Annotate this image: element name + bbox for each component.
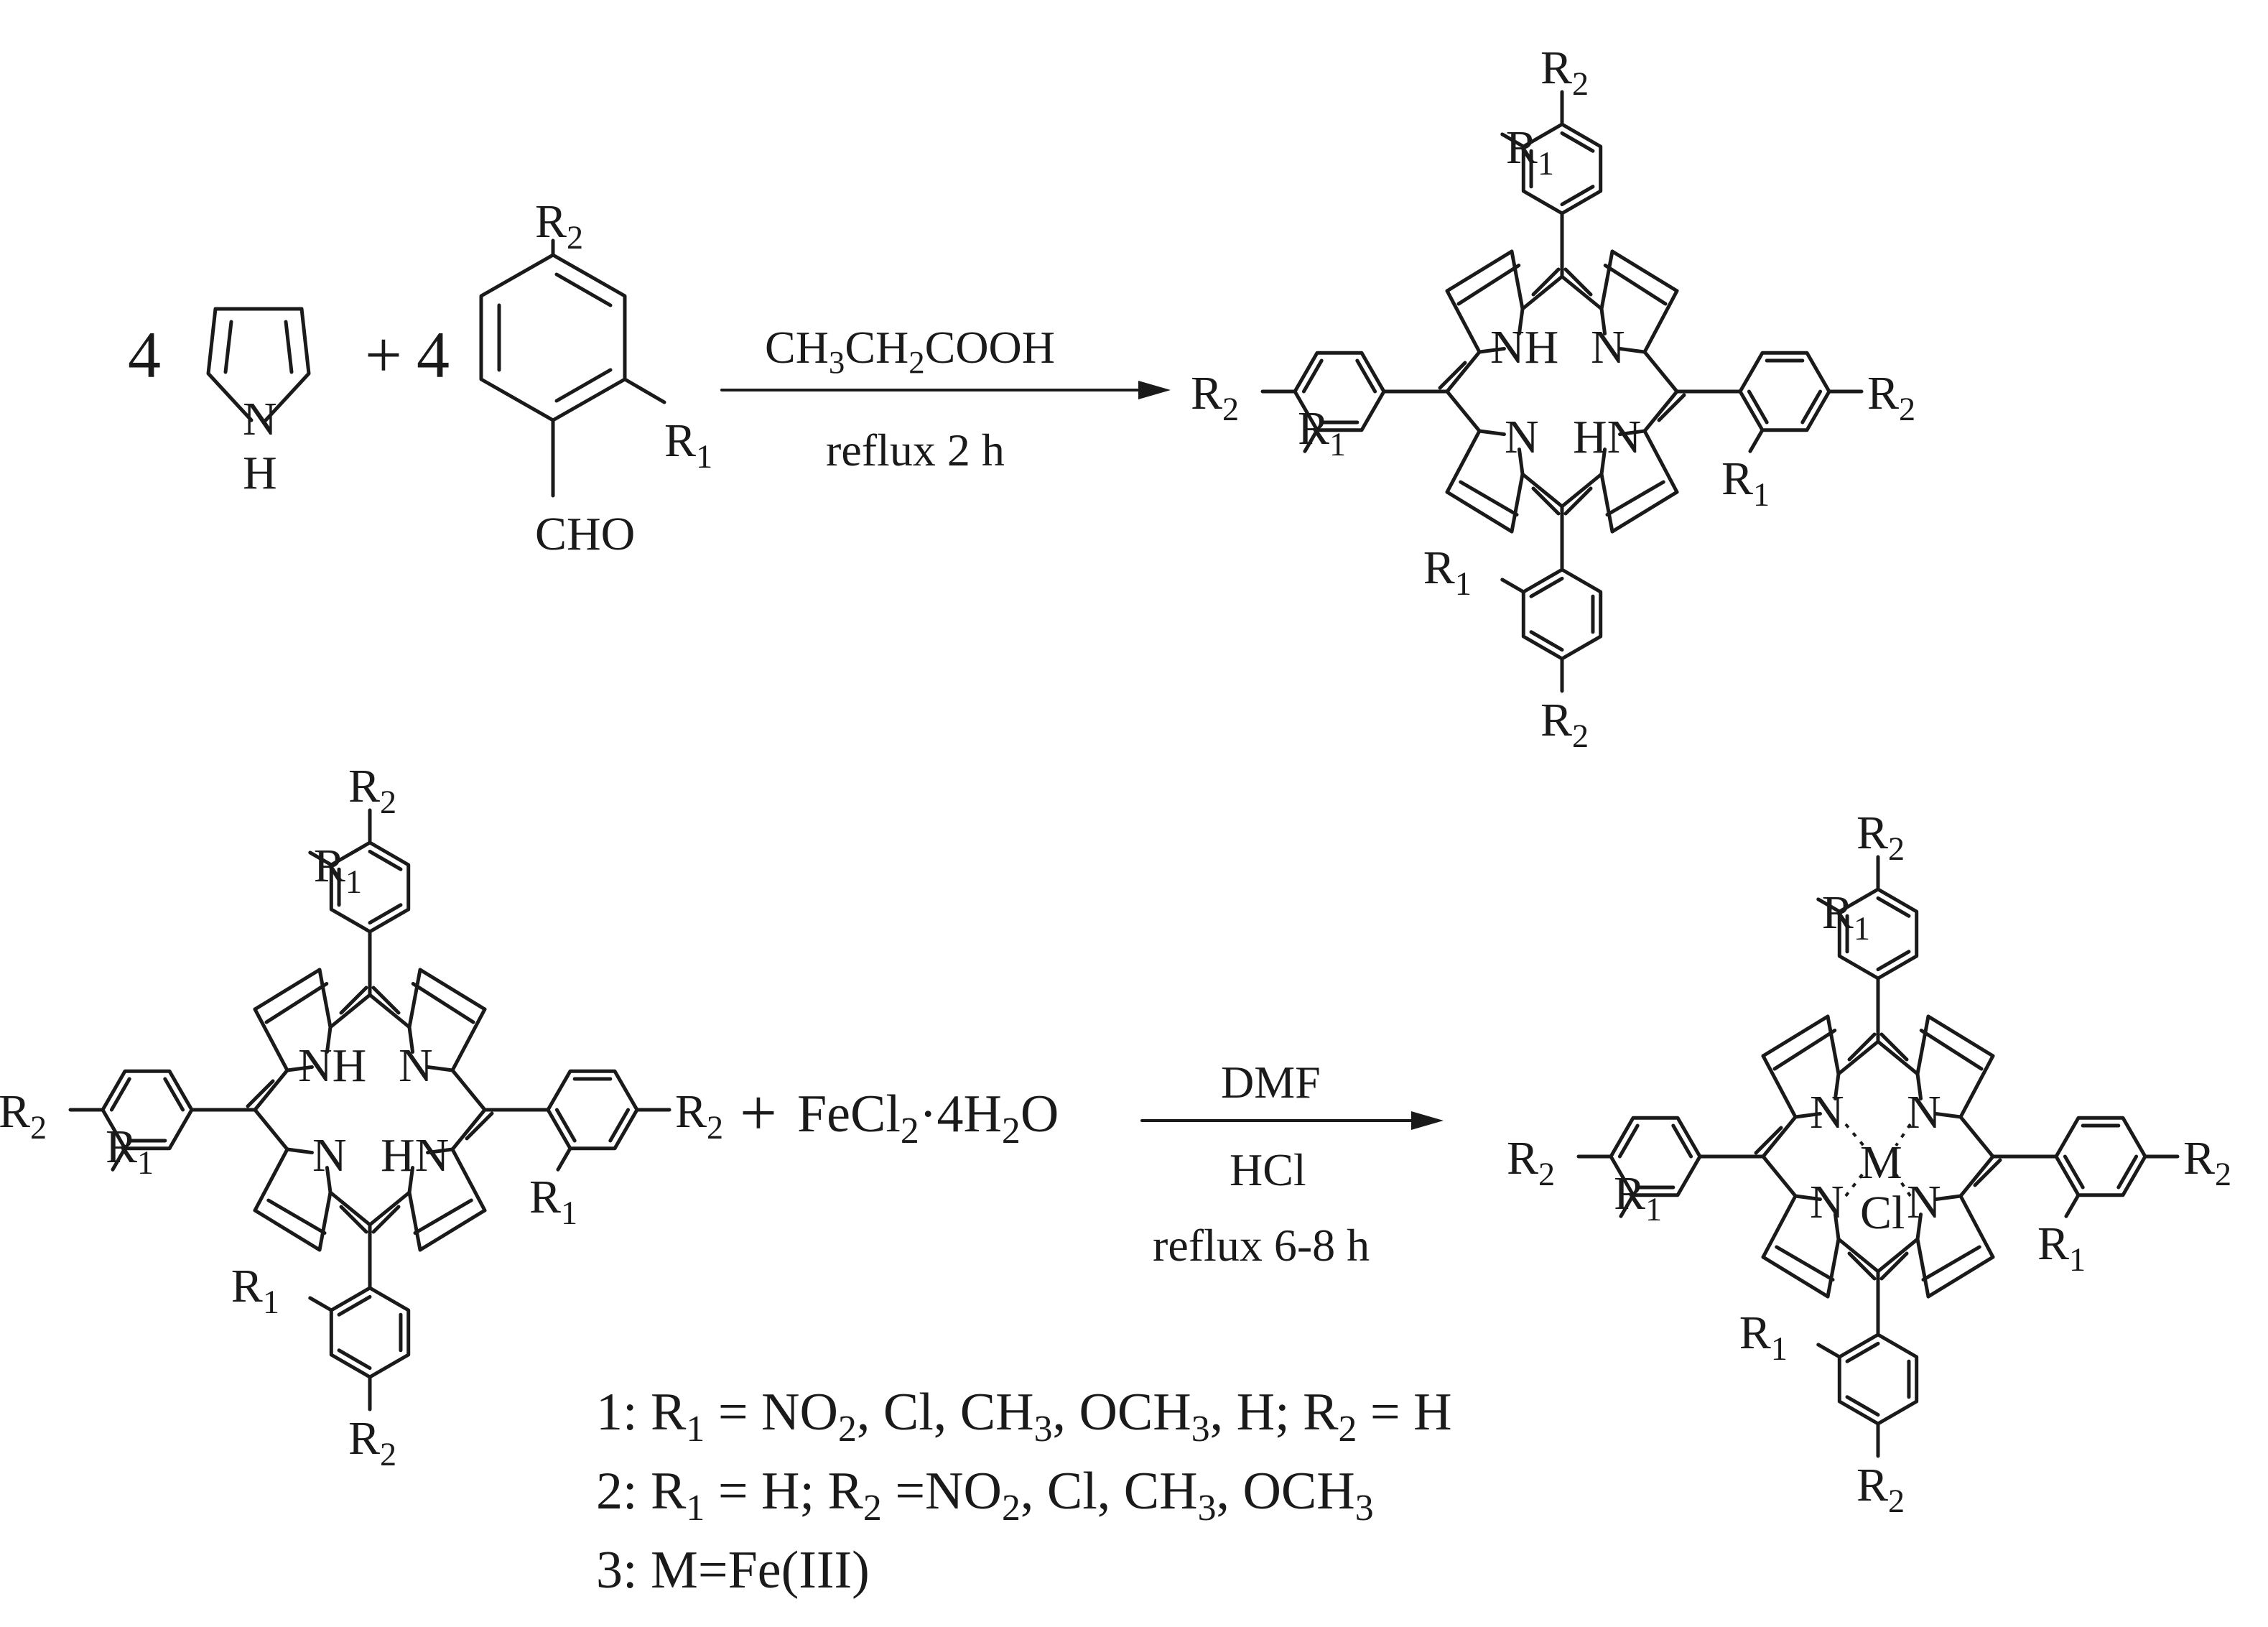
r2-right: R2 (2183, 1132, 2231, 1192)
plus-sign-2: + (740, 1076, 777, 1149)
r2-top: R2 (1540, 42, 1589, 102)
aldehyde-coefficient: 4 (417, 318, 450, 391)
pyrrole-nitrogen-br: N (1907, 1176, 1941, 1228)
plus-sign-1: + (365, 318, 402, 391)
pyrrole-nitrogen-bl: N (1505, 411, 1539, 463)
reaction-1: 4 N H + 4 R2 R1 CHO CH3CH2COOH (128, 42, 1915, 754)
pyrrole-structure: N H (206, 307, 311, 499)
pyrrole-nitrogen: N (243, 393, 277, 445)
condition-hcl: HCl (1230, 1144, 1306, 1195)
hn-label: HN (381, 1129, 449, 1182)
pyrrole-nitrogen-tr: N (399, 1039, 433, 1092)
benzaldehyde-structure: R2 R1 CHO (479, 195, 712, 560)
condition-reflux-2h: reflux 2 h (826, 425, 1005, 476)
pyrrole-nitrogen-bl: N (312, 1129, 347, 1182)
aldehyde-r1: R1 (664, 414, 712, 475)
r2-left: R2 (1191, 367, 1239, 427)
r1-bottom: R1 (1739, 1307, 1788, 1367)
note-2: 2: R1 = H; R2 =NO2, Cl, CH3, OCH3 (596, 1462, 1374, 1529)
pyrrole-coefficient: 4 (128, 318, 161, 391)
pyrrole-nitrogen-tl: N (1810, 1086, 1844, 1139)
reagent-iron-chloride: FeCl2·4H2O (797, 1085, 1059, 1151)
reaction-arrow-2: DMF HCl reflux 6-8 h (1140, 1057, 1444, 1271)
pyrrole-hydrogen: H (243, 447, 277, 499)
condition-reflux-6-8h: reflux 6-8 h (1153, 1220, 1370, 1271)
r1-bottom: R1 (231, 1260, 279, 1320)
r2-left: R2 (1507, 1132, 1555, 1192)
note-1: 1: R1 = NO2, Cl, CH3, OCH3, H; R2 = H (596, 1383, 1452, 1450)
aldehyde-cho: CHO (535, 508, 635, 560)
r2-bottom: R2 (348, 1412, 396, 1473)
note-3: 3: M=Fe(III) (596, 1541, 870, 1600)
r1-right: R1 (529, 1171, 577, 1231)
axial-chloride: Cl (1860, 1187, 1905, 1239)
pyrrole-nitrogen-bl: N (1810, 1176, 1844, 1228)
r2-right: R2 (675, 1085, 723, 1146)
r2-top: R2 (1856, 807, 1905, 867)
nh-label: NH (298, 1039, 366, 1092)
r1-top: R1 (314, 840, 362, 900)
pyrrole-nitrogen-tr: N (1591, 321, 1625, 374)
r2-right: R2 (1867, 367, 1915, 427)
r2-top: R2 (348, 760, 396, 820)
r1-bottom: R1 (1423, 542, 1472, 602)
r2-left: R2 (0, 1085, 47, 1146)
r2-bottom: R2 (1540, 694, 1589, 754)
condition-dmf: DMF (1221, 1057, 1321, 1108)
reagent-propionic-acid: CH3CH2COOH (765, 322, 1055, 380)
substituent-notes: 1: R1 = NO2, Cl, CH3, OCH3, H; R2 = H 2:… (596, 1383, 1452, 1600)
r1-left: R1 (1614, 1167, 1662, 1228)
r1-right: R1 (2037, 1218, 2086, 1278)
r2-bottom: R2 (1856, 1459, 1905, 1519)
r1-left: R1 (106, 1121, 154, 1181)
pyrrole-nitrogen-tr: N (1907, 1086, 1941, 1139)
r1-top: R1 (1506, 121, 1554, 182)
hn-label: HN (1573, 411, 1641, 463)
nh-label: NH (1490, 321, 1558, 374)
aldehyde-r2: R2 (535, 195, 583, 256)
r1-left: R1 (1298, 402, 1346, 463)
r1-right: R1 (1721, 453, 1770, 513)
reaction-arrow-1: CH3CH2COOH reflux 2 h (720, 322, 1171, 476)
r1-top: R1 (1822, 886, 1870, 947)
